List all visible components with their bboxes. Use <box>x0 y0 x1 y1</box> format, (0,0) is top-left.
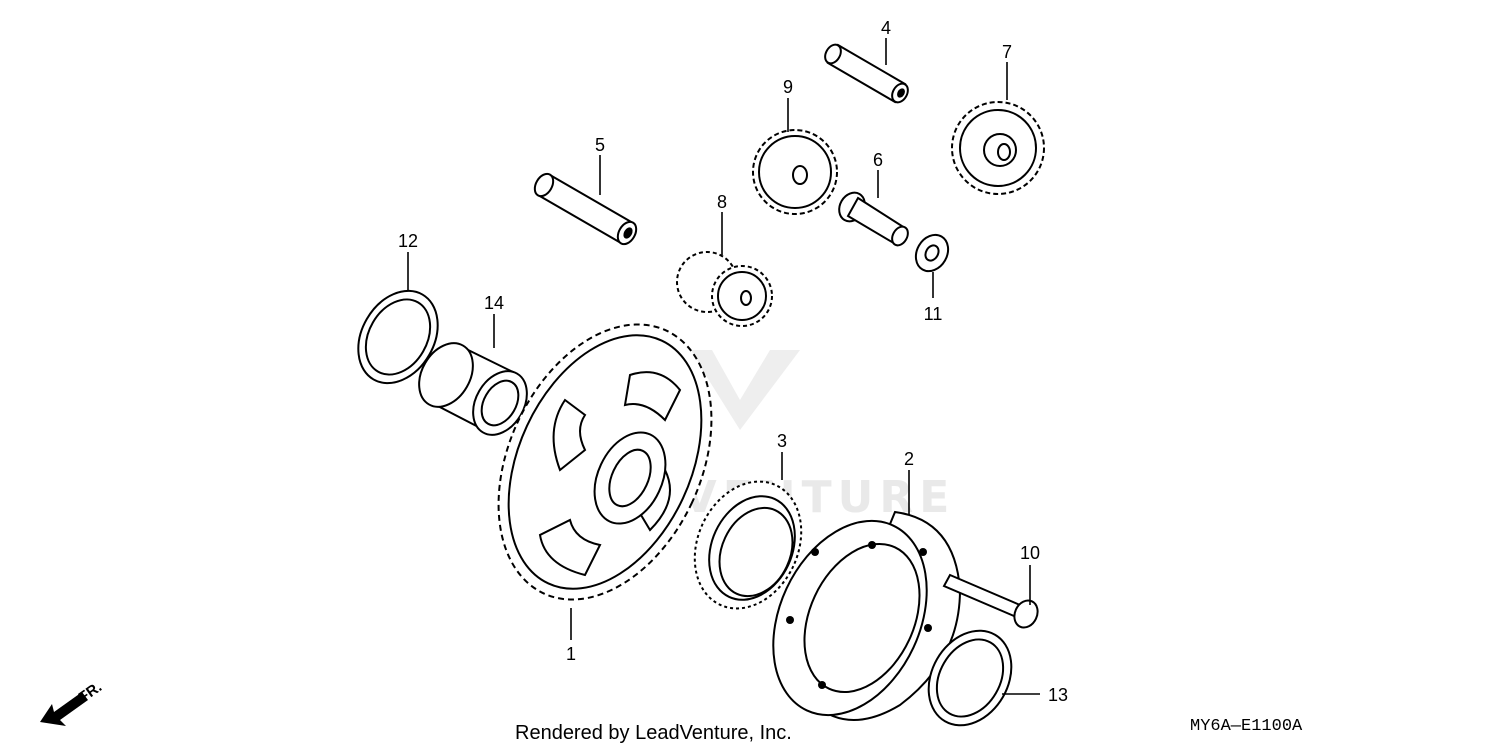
part-12-shim <box>357 289 439 385</box>
part-3-clutch <box>693 480 803 610</box>
callout-1: 1 <box>566 644 576 664</box>
diagram-code: MY6A—E1100A <box>1190 717 1303 736</box>
part-5-pin <box>533 172 638 246</box>
part-8-double-gear <box>676 251 773 327</box>
callout-12: 12 <box>398 231 418 251</box>
part-13-seal <box>927 629 1013 727</box>
callout-9: 9 <box>783 77 793 97</box>
leader-lines <box>407 38 1040 695</box>
callout-8: 8 <box>717 192 727 212</box>
callout-11: 11 <box>924 304 943 324</box>
footer-credit: Rendered by LeadVenture, Inc. <box>515 722 792 744</box>
callout-7: 7 <box>1002 42 1012 62</box>
callout-3: 3 <box>777 431 787 451</box>
front-direction-arrow: FR. <box>40 678 105 726</box>
part-4-pin <box>824 43 909 104</box>
part-7-gear <box>951 101 1045 195</box>
part-10-bolt <box>942 573 1039 629</box>
part-9-gear <box>752 129 838 215</box>
part-1-driven-gear <box>497 323 713 601</box>
part-11-washer <box>914 233 950 273</box>
callout-10: 10 <box>1020 543 1040 563</box>
callout-2: 2 <box>904 449 914 469</box>
callout-13: 13 <box>1048 685 1068 705</box>
callout-6: 6 <box>873 150 883 170</box>
part-2-clutch-outer <box>772 510 962 721</box>
callout-4: 4 <box>881 18 891 38</box>
part-6-shaft <box>838 191 909 247</box>
callout-14: 14 <box>484 293 504 313</box>
callouts: 1 2 3 4 5 6 7 8 9 10 11 12 13 14 <box>398 18 1068 705</box>
callout-5: 5 <box>595 135 605 155</box>
part-14-bearing <box>418 342 528 436</box>
